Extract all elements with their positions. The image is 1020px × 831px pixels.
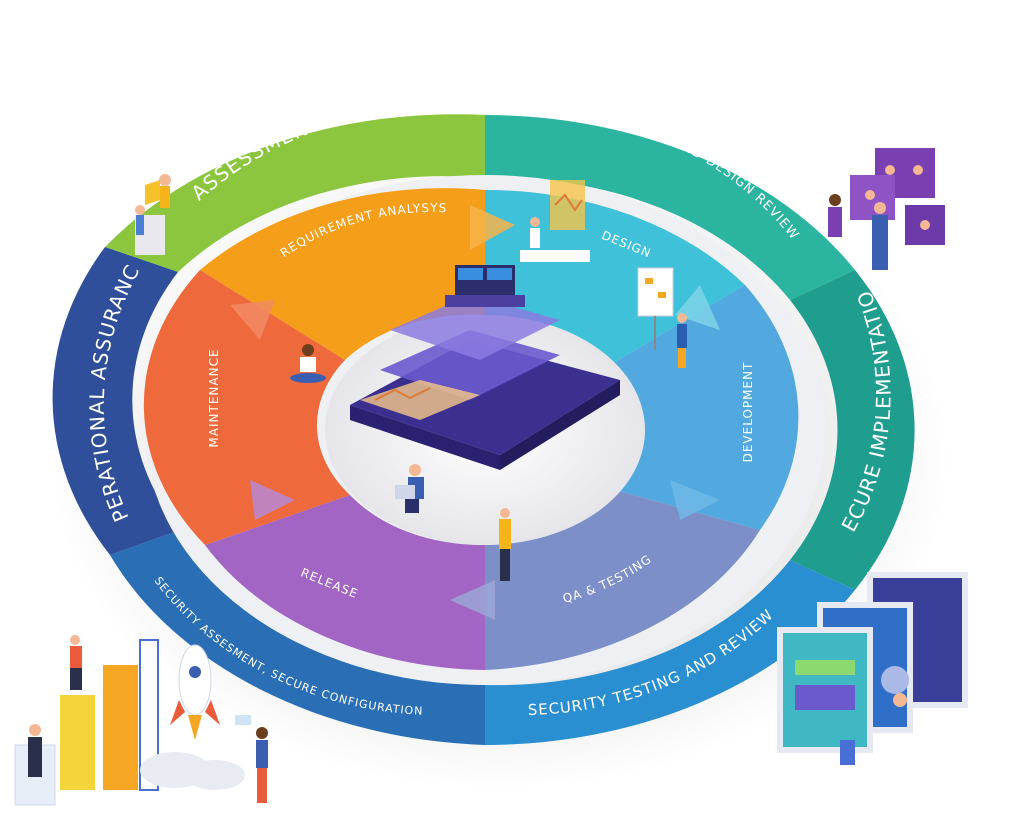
segment-assessment — [105, 114, 485, 272]
rocket-icon — [140, 644, 245, 790]
person-icon — [135, 174, 171, 255]
segment-qa-testing — [485, 490, 760, 670]
video-call-icon — [828, 148, 945, 270]
segment-operational-assurance — [52, 247, 180, 555]
segment-requirement — [200, 188, 485, 360]
person-icon — [235, 715, 268, 803]
arrow-right-icon — [250, 480, 295, 520]
outer-ring — [52, 114, 915, 745]
segment-maintenance — [143, 270, 350, 545]
label-development: DEVELOPMENT — [741, 362, 755, 463]
segment-release — [205, 495, 485, 670]
segment-threat-modeling — [485, 115, 855, 300]
phone-icon — [350, 295, 620, 470]
segment-security-testing — [485, 560, 855, 745]
arrow-up-icon — [230, 300, 275, 340]
arrow-left-icon — [450, 580, 495, 620]
monitor-icon — [445, 265, 525, 307]
segment-development — [610, 285, 799, 530]
whiteboard-icon — [637, 267, 687, 368]
segment-secure-implementation — [790, 270, 915, 590]
segment-security-assessment — [110, 530, 485, 745]
person-icon — [499, 508, 511, 581]
label-maintenance: MAINTENANCE — [207, 348, 221, 447]
person-icon — [290, 344, 326, 383]
chart-bars-icon — [14, 635, 159, 806]
arrow-right-icon — [470, 205, 515, 250]
screen-code-icon — [777, 572, 968, 765]
laptop-icon — [395, 464, 424, 513]
arrow-down-icon — [670, 480, 720, 520]
person-icon — [520, 180, 590, 262]
